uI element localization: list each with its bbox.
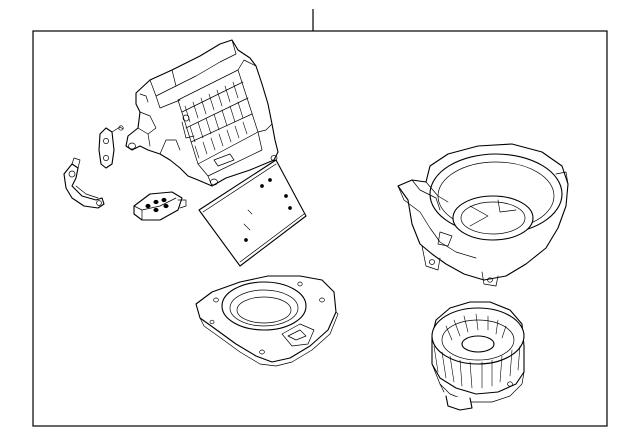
cabin-air-filter: [198, 159, 307, 267]
actuator-mount-bracket: [98, 125, 124, 169]
blower-motor-fan: [431, 301, 525, 411]
link-lever-arm: [63, 157, 105, 209]
blower-case-upper-housing: [125, 39, 279, 187]
blower-lower-case-plate: [195, 275, 339, 367]
blower-resistor: [133, 191, 187, 221]
scroll-housing: [397, 143, 569, 287]
assembly-frame: [32, 30, 608, 427]
